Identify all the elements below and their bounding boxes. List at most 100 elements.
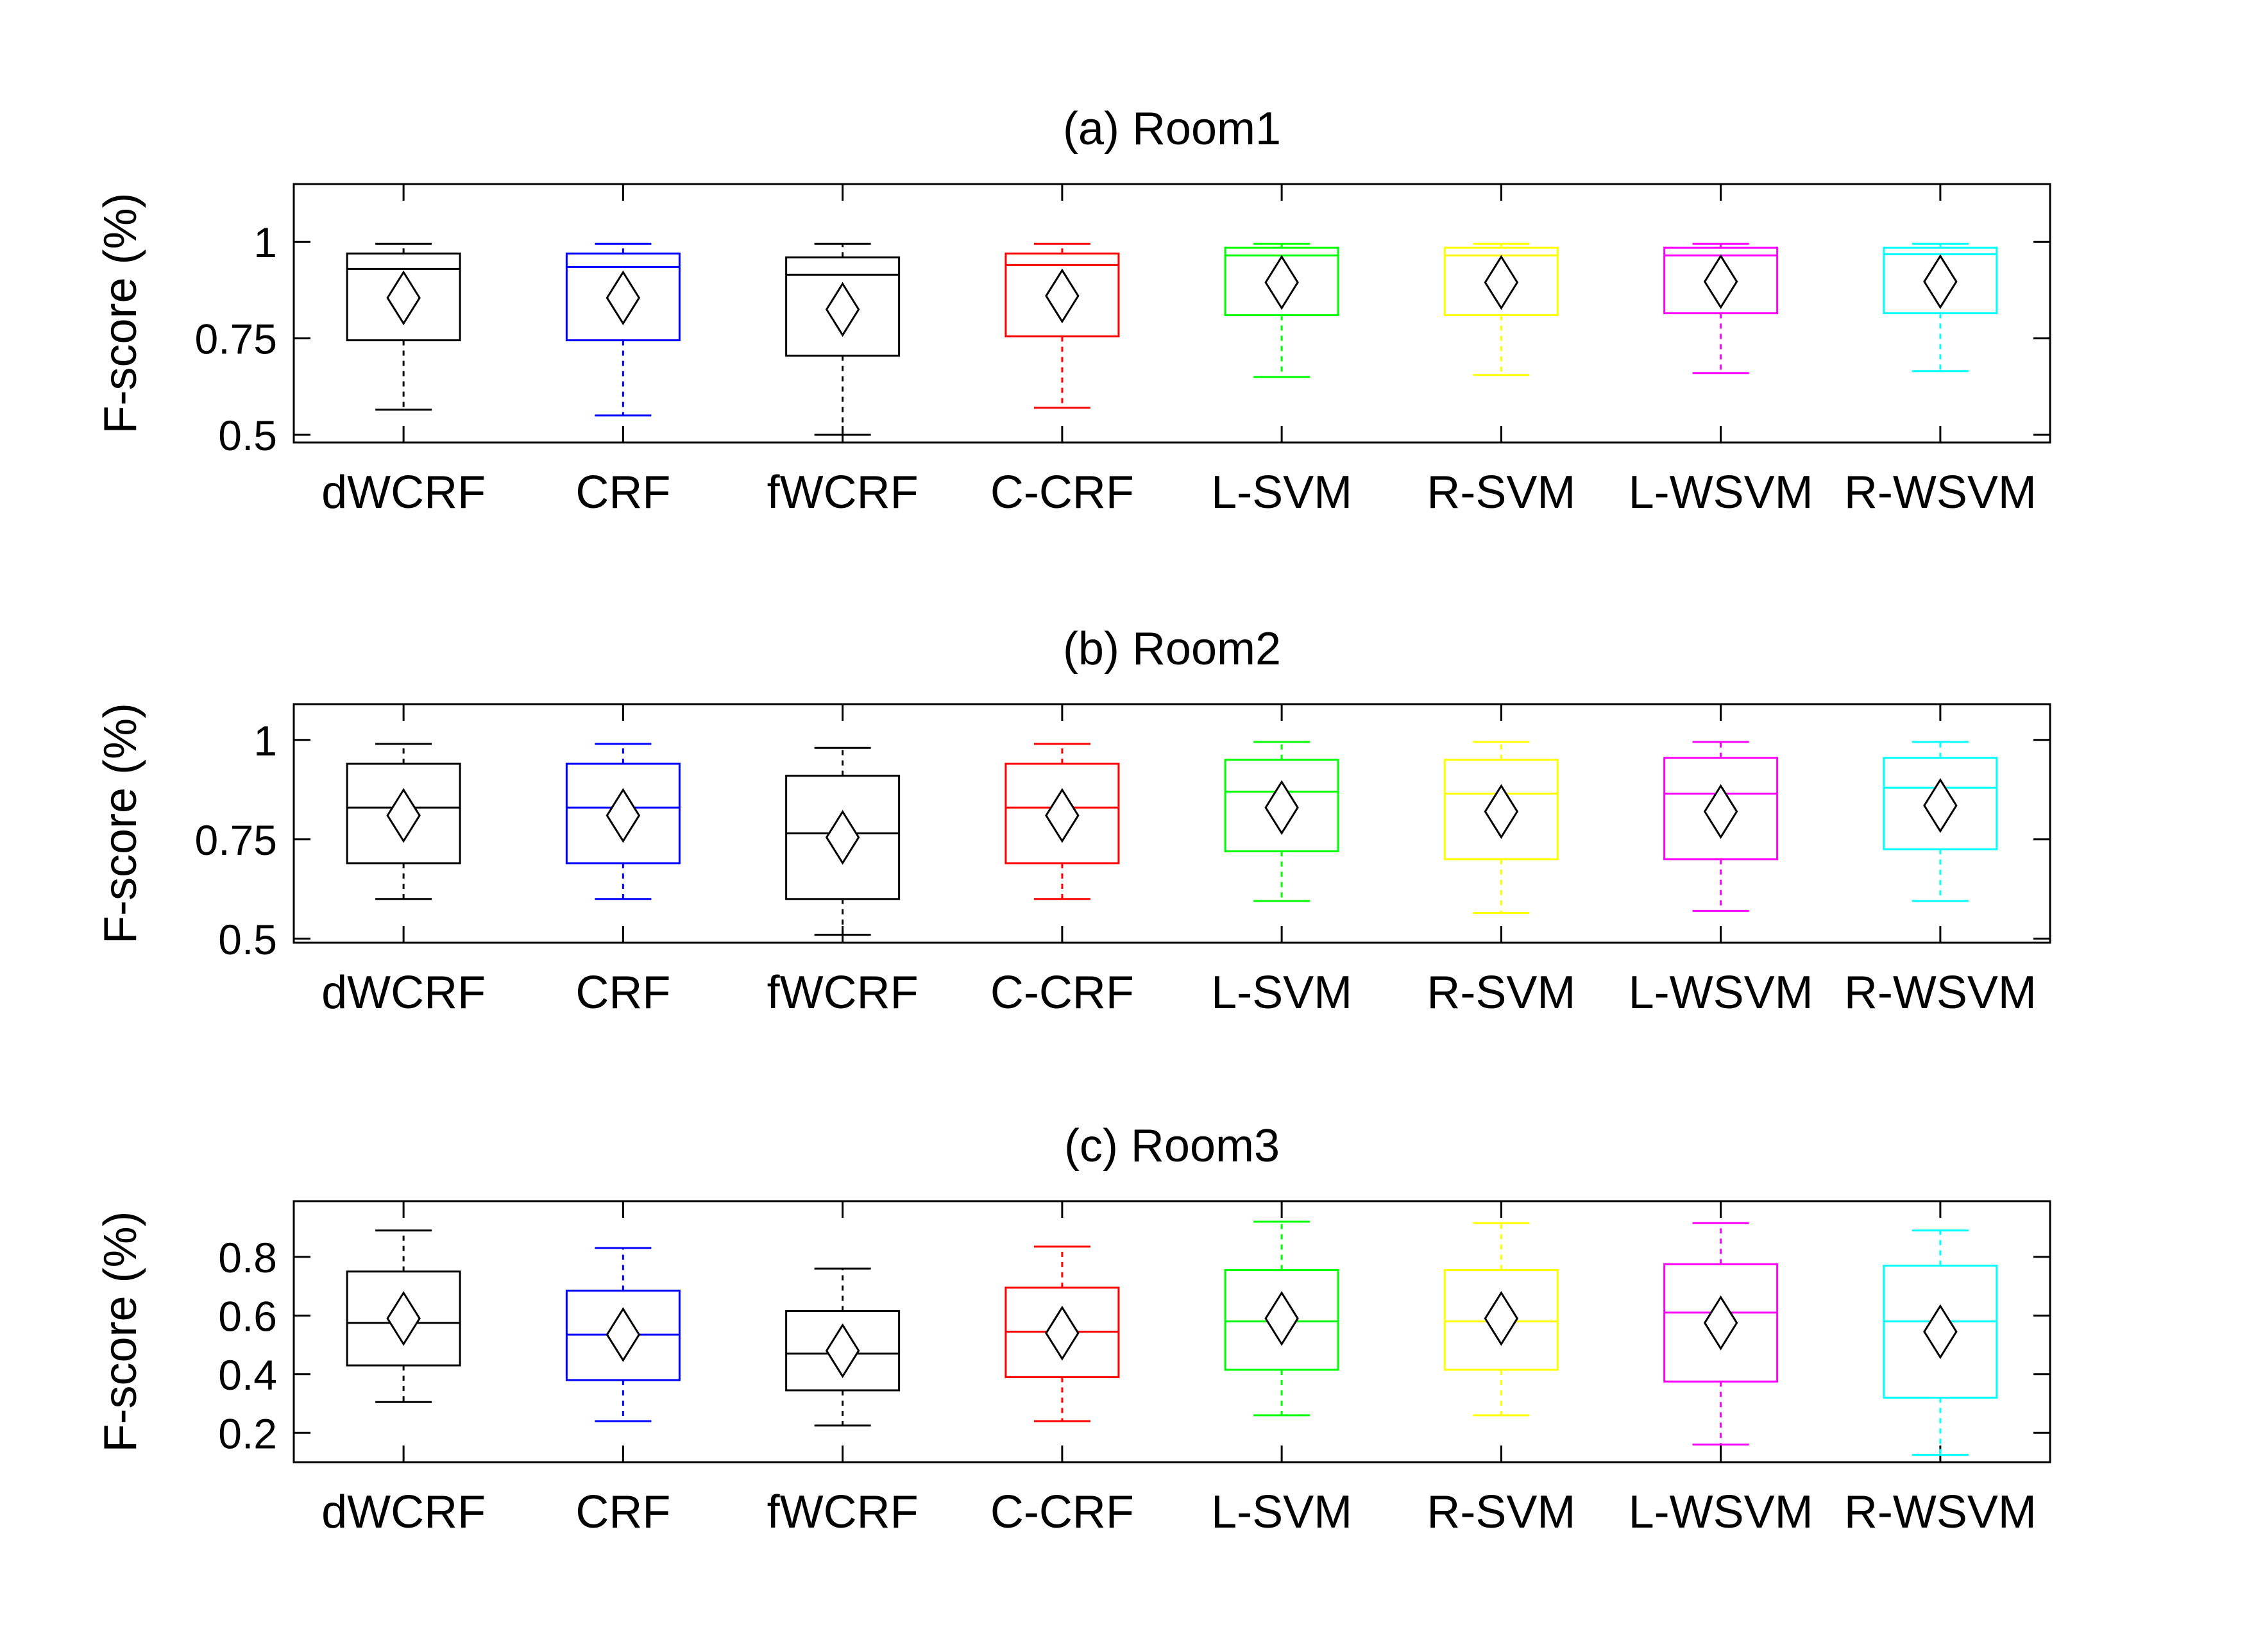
y-axis-label: F-score (%) [95,703,146,944]
box-crf [565,743,681,900]
iqr-box [1224,246,1339,317]
box-r-svm [1443,741,1559,914]
box-l-wsvm [1663,242,1779,375]
mean-marker [1923,1304,1958,1360]
mean-marker [386,270,421,326]
box-r-svm [1443,242,1559,376]
y-axis-label: F-score (%) [95,193,146,434]
category-label: L-SVM [1211,467,1352,518]
mean-marker [606,788,641,843]
mean-marker [1484,255,1519,310]
iqr-box [785,775,901,900]
category-label: C-CRF [990,467,1134,518]
plot-frame [293,183,2051,444]
iqr-box [346,252,461,342]
category-label: L-WSVM [1629,967,1813,1018]
mean-marker [1264,1291,1299,1346]
mean-marker [825,809,860,865]
y-tick-label: 0.75 [195,316,277,363]
y-axis-label: F-score (%) [95,1211,146,1453]
box-crf [565,242,681,417]
mean-marker [1045,268,1080,324]
category-label: L-SVM [1211,967,1352,1018]
category-label: fWCRF [767,1487,919,1538]
category-label: fWCRF [767,967,919,1018]
panel-title: (c) Room3 [1064,1120,1280,1172]
mean-marker [825,282,860,337]
mean-marker [1703,784,1738,839]
y-tick-label: 0.75 [195,816,277,864]
category-label: L-SVM [1211,1487,1352,1538]
category-label: dWCRF [321,467,486,518]
iqr-box [346,1270,461,1367]
box-l-svm [1224,1220,1339,1417]
y-tick-label: 0.6 [218,1292,277,1340]
category-label: fWCRF [767,467,919,518]
box-l-wsvm [1663,741,1779,912]
box-l-svm [1224,741,1339,902]
box-dwcrf [346,1229,461,1403]
iqr-box [565,763,681,864]
box-fwcrf [785,746,901,936]
mean-marker [825,1323,860,1379]
iqr-box [565,252,681,342]
y-tick-label: 1 [253,717,277,764]
iqr-box [1663,246,1779,315]
iqr-box [1443,246,1559,317]
mean-marker [1484,784,1519,839]
iqr-box [1663,757,1779,861]
mean-marker [606,270,641,326]
box-r-wsvm [1883,242,1998,373]
mean-marker [1923,778,1958,833]
category-label: C-CRF [990,967,1134,1018]
y-tick-label: 0.4 [218,1351,277,1399]
mean-marker [606,1307,641,1362]
category-label: R-WSVM [1844,967,2037,1018]
iqr-box [1883,246,1998,315]
plot-frame [293,1200,2051,1463]
category-label: CRF [575,467,670,518]
mean-marker [1264,780,1299,836]
mean-marker [386,788,421,843]
box-r-svm [1443,1222,1559,1417]
box-crf [565,1247,681,1422]
mean-marker [1923,254,1958,310]
y-tick-label: 0.2 [218,1410,277,1457]
category-label: L-WSVM [1629,1487,1813,1538]
box-c-crf [1005,743,1120,900]
mean-marker [1264,255,1299,310]
category-label: R-SVM [1427,467,1575,518]
iqr-box [1443,1268,1559,1371]
category-label: CRF [575,967,670,1018]
iqr-box [1224,1268,1339,1371]
box-r-wsvm [1883,741,1998,902]
panel-title: (b) Room2 [1063,623,1281,675]
iqr-box [1883,1265,1998,1399]
box-c-crf [1005,242,1120,409]
box-dwcrf [346,743,461,900]
mean-marker [1484,1291,1519,1346]
y-tick-label: 0.5 [218,412,277,459]
iqr-box [1005,763,1120,864]
mean-marker [1703,1295,1738,1351]
mean-marker [1045,1305,1080,1361]
category-label: R-WSVM [1844,1487,2037,1538]
category-label: R-SVM [1427,967,1575,1018]
category-label: C-CRF [990,1487,1134,1538]
panel-title: (a) Room1 [1063,103,1281,155]
iqr-box [1224,759,1339,852]
mean-marker [386,1291,421,1346]
box-c-crf [1005,1245,1120,1422]
category-label: dWCRF [321,1487,486,1538]
iqr-box [785,256,901,357]
box-l-wsvm [1663,1222,1779,1446]
mean-marker [1703,254,1738,310]
y-tick-label: 0.8 [218,1234,277,1281]
iqr-box [785,1310,901,1392]
y-tick-label: 0.5 [218,916,277,963]
iqr-box [1443,759,1559,861]
iqr-box [1005,252,1120,338]
